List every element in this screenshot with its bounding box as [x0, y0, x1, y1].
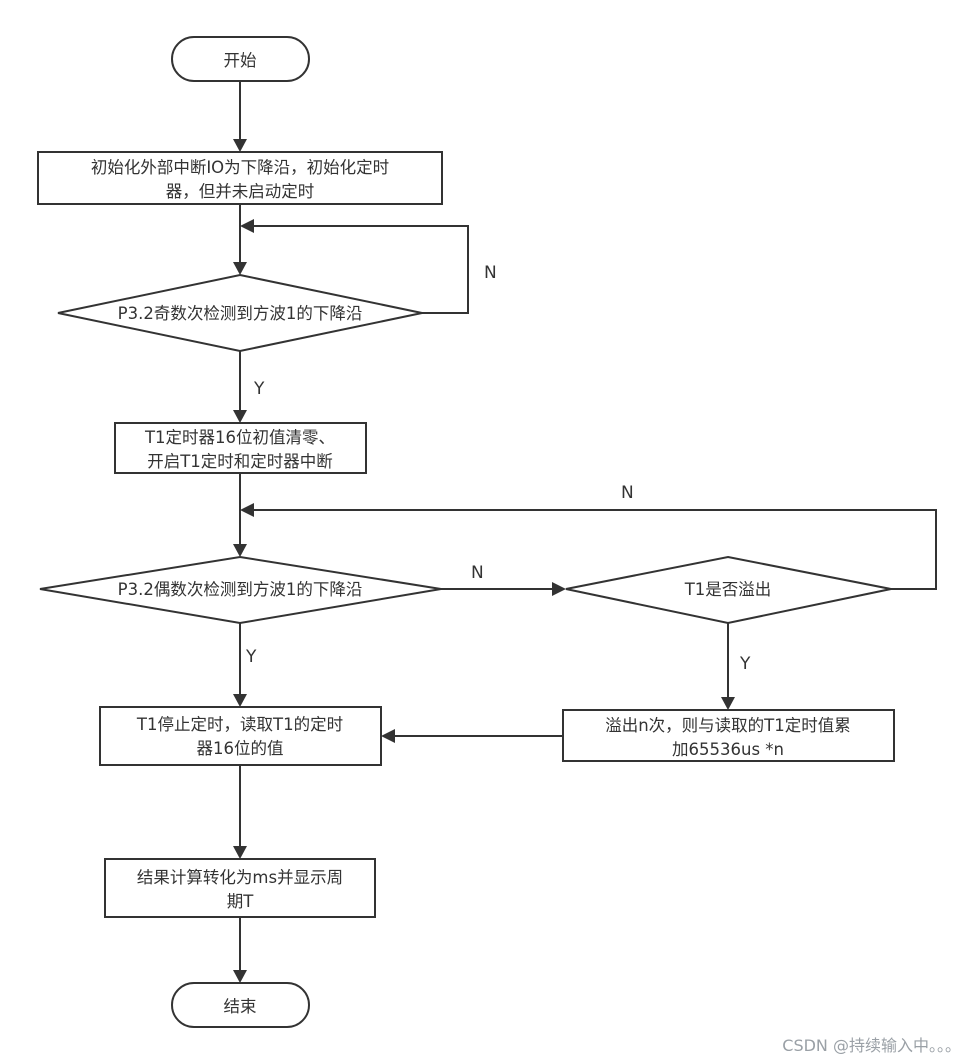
- edge-accumulate-to-stop-read: [381, 729, 563, 743]
- edge-label-overflow-no: N: [621, 483, 634, 503]
- even-edge-decision-label: P3.2偶数次检测到方波1的下降沿: [118, 580, 363, 599]
- edge-compute-to-end: [233, 917, 247, 983]
- edge-label-even-no: N: [471, 563, 484, 583]
- stop-read-box: T1停止定时，读取T1的定时 器16位的值: [99, 706, 382, 766]
- edge-label-even-yes: Y: [245, 647, 257, 667]
- edge-overflow-no-loop: [240, 503, 937, 590]
- odd-edge-decision: P3.2奇数次检测到方波1的下降沿: [57, 273, 423, 353]
- compute-label-line-1: 结果计算转化为ms并显示周: [137, 868, 343, 887]
- overflow-accumulate-label-line-2: 加65536us *n: [672, 740, 784, 759]
- init-label-line-1: 初始化外部中断IO为下降沿，初始化定时: [91, 158, 389, 177]
- overflow-accumulate-label-line-1: 溢出n次，则与读取的T1定时值累: [605, 716, 851, 735]
- reset-timer-box: T1定时器16位初值清零、 开启T1定时和定时器中断: [114, 422, 367, 474]
- edge-stop-read-to-compute: [233, 765, 247, 859]
- overflow-decision: T1是否溢出: [565, 555, 892, 625]
- edge-reset-to-even-check: [233, 473, 247, 557]
- edge-odd-check-yes: [233, 351, 247, 423]
- compute-label-line-2: 期T: [227, 892, 255, 911]
- edge-init-to-odd-check: [233, 204, 247, 275]
- overflow-accumulate-box: 溢出n次，则与读取的T1定时值累 加65536us *n: [562, 709, 895, 762]
- init-process-box: 初始化外部中断IO为下降沿，初始化定时 器，但并未启动定时: [37, 151, 443, 205]
- end-terminal: 结束: [171, 982, 310, 1028]
- init-label-line-2: 器，但并未启动定时: [166, 182, 315, 201]
- compute-box: 结果计算转化为ms并显示周 期T: [104, 858, 376, 918]
- start-terminal: 开始: [171, 36, 310, 82]
- watermark-text: CSDN @持续输入中。。。: [782, 1036, 961, 1055]
- edge-even-check-no: [441, 582, 566, 596]
- reset-timer-label-line-2: 开启T1定时和定时器中断: [147, 452, 333, 471]
- edge-even-check-yes: [233, 623, 247, 707]
- edge-odd-check-no-loop: [240, 219, 469, 314]
- edge-overflow-yes: [721, 623, 735, 710]
- stop-read-label-line-2: 器16位的值: [197, 739, 284, 758]
- edge-label-odd-yes: Y: [253, 379, 265, 399]
- overflow-decision-label: T1是否溢出: [684, 580, 772, 599]
- reset-timer-label-line-1: T1定时器16位初值清零、: [144, 428, 335, 447]
- end-label: 结束: [224, 997, 257, 1016]
- edge-label-odd-no: N: [484, 263, 497, 283]
- start-label: 开始: [224, 51, 257, 70]
- edge-start-to-init: [233, 81, 247, 152]
- even-edge-decision: P3.2偶数次检测到方波1的下降沿: [39, 555, 442, 625]
- odd-edge-decision-label: P3.2奇数次检测到方波1的下降沿: [118, 304, 363, 323]
- stop-read-label-line-1: T1停止定时，读取T1的定时: [136, 715, 343, 734]
- edge-label-overflow-yes: Y: [739, 654, 751, 674]
